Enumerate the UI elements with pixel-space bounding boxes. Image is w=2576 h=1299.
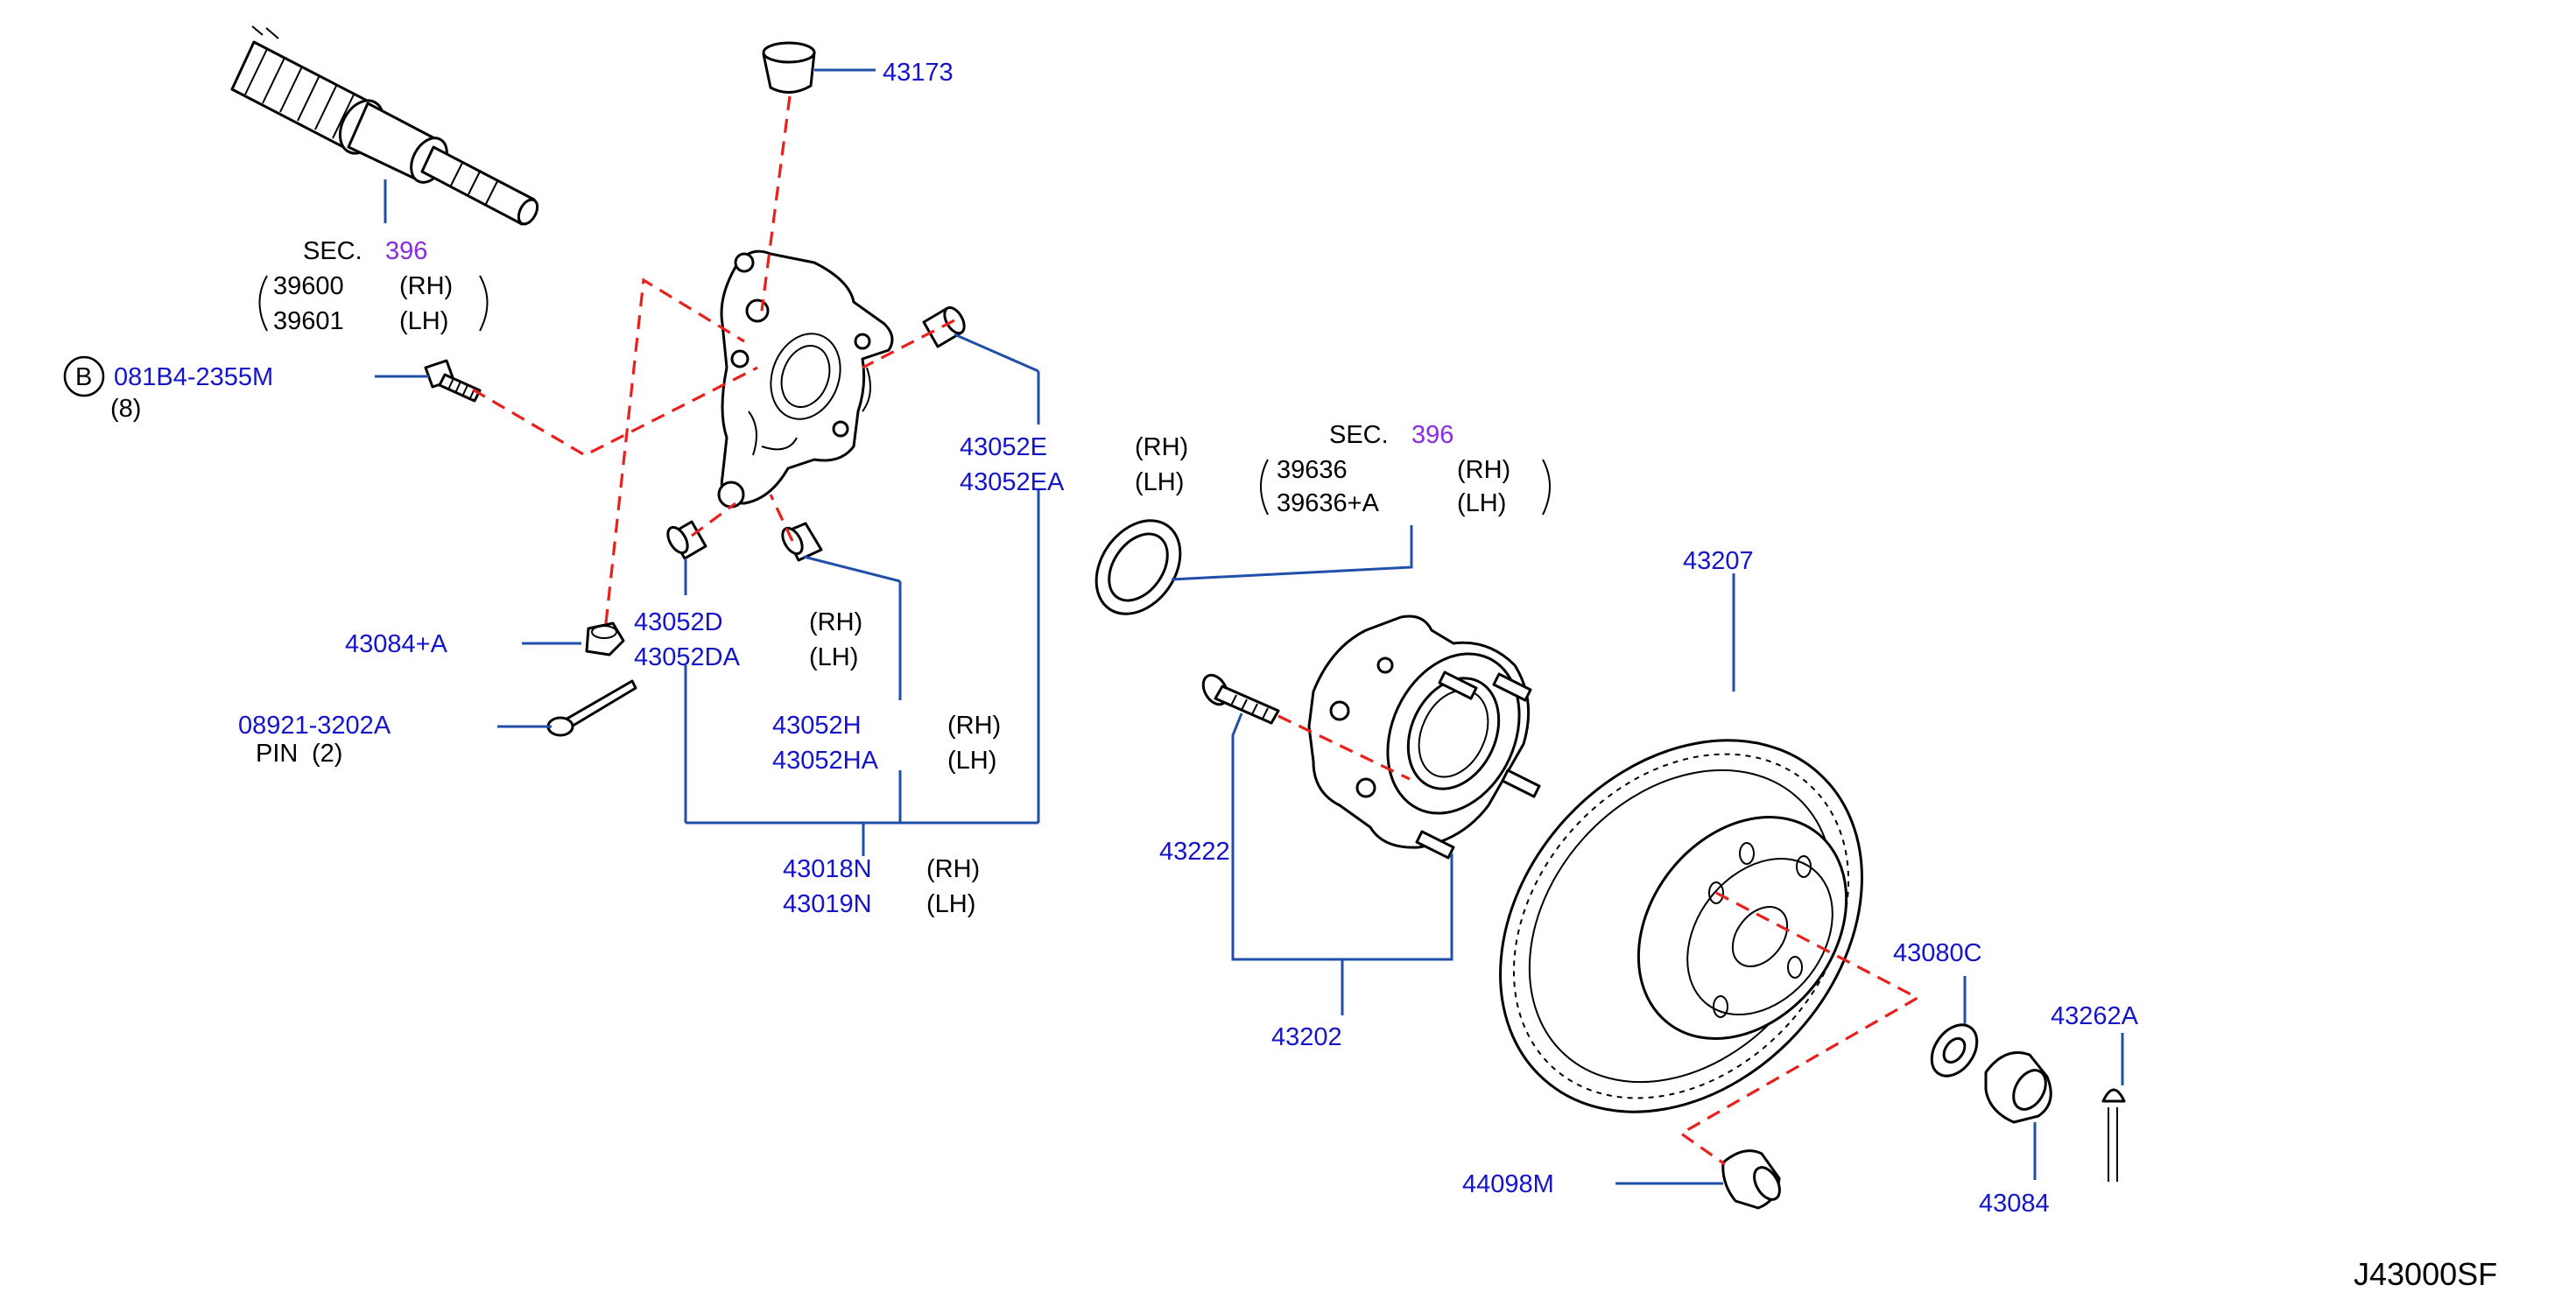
hub-bolt-illustration xyxy=(1201,673,1280,725)
callout-43052DA[interactable]: 43052DA xyxy=(634,643,741,671)
section-brackets xyxy=(258,275,1551,516)
callout-43052H[interactable]: 43052H xyxy=(772,712,862,740)
callout-43052HA[interactable]: 43052HA xyxy=(772,747,879,775)
callout-43080C[interactable]: 43080C xyxy=(1893,939,1982,967)
callout-43052H-side: (RH) xyxy=(947,712,1001,740)
hub-nut-43084-illustration xyxy=(1984,1051,2052,1124)
sec-label-seal: SEC. xyxy=(1329,421,1389,449)
callout-43052EA-side: (LH) xyxy=(1135,468,1184,496)
diagram-id: J43000SF xyxy=(2354,1256,2497,1292)
bushing-h-illustration xyxy=(781,522,823,562)
knuckle-illustration xyxy=(717,249,894,509)
callout-43052DA-side: (LH) xyxy=(809,643,858,671)
callout-43052D[interactable]: 43052D xyxy=(634,608,723,636)
bushing-d-illustration xyxy=(666,520,707,560)
sec-number-axle[interactable]: 396 xyxy=(385,237,427,265)
pin-label: PIN xyxy=(256,740,298,768)
knuckle-bolt-illustration xyxy=(375,359,482,403)
callout-43018N[interactable]: 43018N xyxy=(783,855,872,883)
bolt-marker-letter: B xyxy=(75,363,92,391)
hub-assembly-illustration xyxy=(1307,614,1541,860)
callout-43222[interactable]: 43222 xyxy=(1159,838,1230,866)
callout-43084[interactable]: 43084 xyxy=(1979,1190,2050,1218)
axle-part-rh-side: (RH) xyxy=(399,272,453,300)
leader-lines xyxy=(497,333,2124,1185)
seal-part-rh-side: (RH) xyxy=(1457,456,1510,484)
sec-number-seal[interactable]: 396 xyxy=(1411,421,1453,449)
pin-08921-illustration xyxy=(546,679,637,737)
brake-rotor-illustration xyxy=(1499,573,1863,1113)
washer-43080c-illustration xyxy=(1930,1023,1979,1078)
plug-44098m-illustration xyxy=(1721,1149,1781,1210)
callout-43084A[interactable]: 43084+A xyxy=(345,630,448,658)
nut-43084a-illustration xyxy=(585,621,625,657)
callout-43052D-side: (RH) xyxy=(809,608,862,636)
assembly-dashed-lines xyxy=(472,95,1921,1166)
drive-shaft-illustration xyxy=(230,25,539,226)
callout-43019N-side: (LH) xyxy=(926,890,975,918)
axle-part-lh-side: (LH) xyxy=(399,307,448,335)
callout-43173[interactable]: 43173 xyxy=(883,59,954,87)
axle-part-rh[interactable]: 39600 xyxy=(273,272,344,300)
cap-43173-illustration xyxy=(762,41,876,94)
sec-label-axle: SEC. xyxy=(303,237,362,265)
cotter-pin-illustration xyxy=(2101,1088,2126,1182)
axle-part-lh[interactable]: 39601 xyxy=(273,307,344,335)
callout-43052HA-side: (LH) xyxy=(947,747,996,775)
pin-quantity: (2) xyxy=(312,740,342,768)
callout-43262A[interactable]: 43262A xyxy=(2051,1002,2139,1030)
callout-08921-3202A[interactable]: 08921-3202A xyxy=(238,712,391,740)
callout-43019N[interactable]: 43019N xyxy=(783,890,872,918)
callout-43207[interactable]: 43207 xyxy=(1683,547,1754,575)
bolt-marker-badge: B xyxy=(63,355,105,397)
callout-43052E-side: (RH) xyxy=(1135,433,1188,461)
seal-part-lh[interactable]: 39636+A xyxy=(1277,489,1380,517)
bolt-quantity: (8) xyxy=(110,395,141,423)
callout-081B4-2355M[interactable]: 081B4-2355M xyxy=(114,363,273,391)
oil-seal-illustration xyxy=(1094,519,1182,615)
seal-part-rh[interactable]: 39636 xyxy=(1277,456,1348,484)
callout-43018N-side: (RH) xyxy=(926,855,980,883)
seal-part-lh-side: (LH) xyxy=(1457,489,1506,517)
callout-43052E[interactable]: 43052E xyxy=(960,433,1047,461)
callout-44098M[interactable]: 44098M xyxy=(1462,1170,1554,1198)
callout-43202[interactable]: 43202 xyxy=(1271,1023,1342,1051)
callout-43052EA[interactable]: 43052EA xyxy=(960,468,1065,496)
